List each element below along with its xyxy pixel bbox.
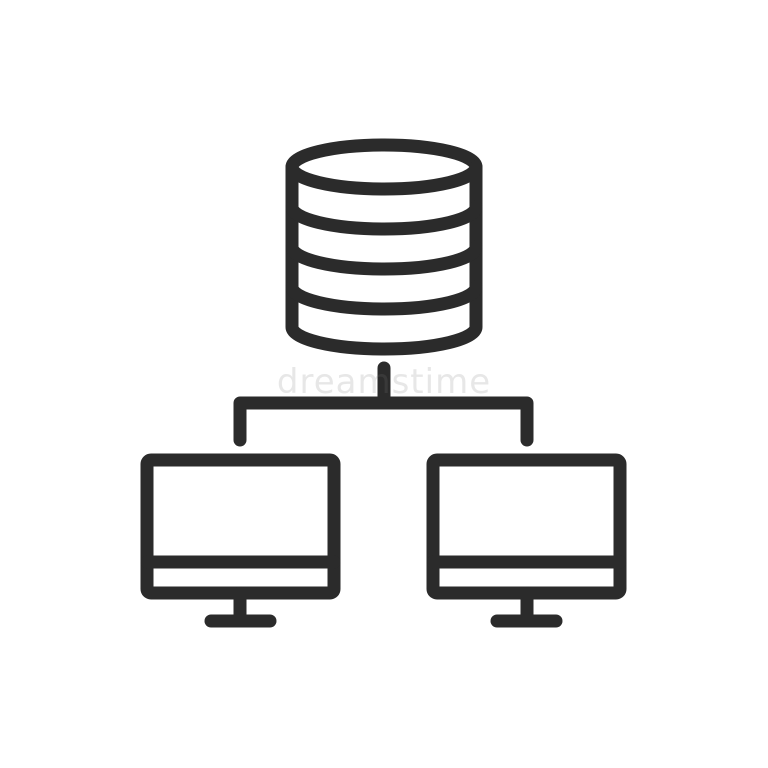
database-band-1 [285,200,483,236]
right-monitor-icon [426,453,627,628]
database-body [285,160,483,356]
network-connector [233,361,534,447]
left-monitor-frame [140,453,341,600]
database-band-2 [285,240,483,276]
database-icon [285,138,483,356]
left-monitor-icon [140,453,341,628]
right-monitor-frame [426,453,627,600]
database-band-3 [285,280,483,316]
database-top [285,138,483,196]
connector-branch [233,396,534,447]
